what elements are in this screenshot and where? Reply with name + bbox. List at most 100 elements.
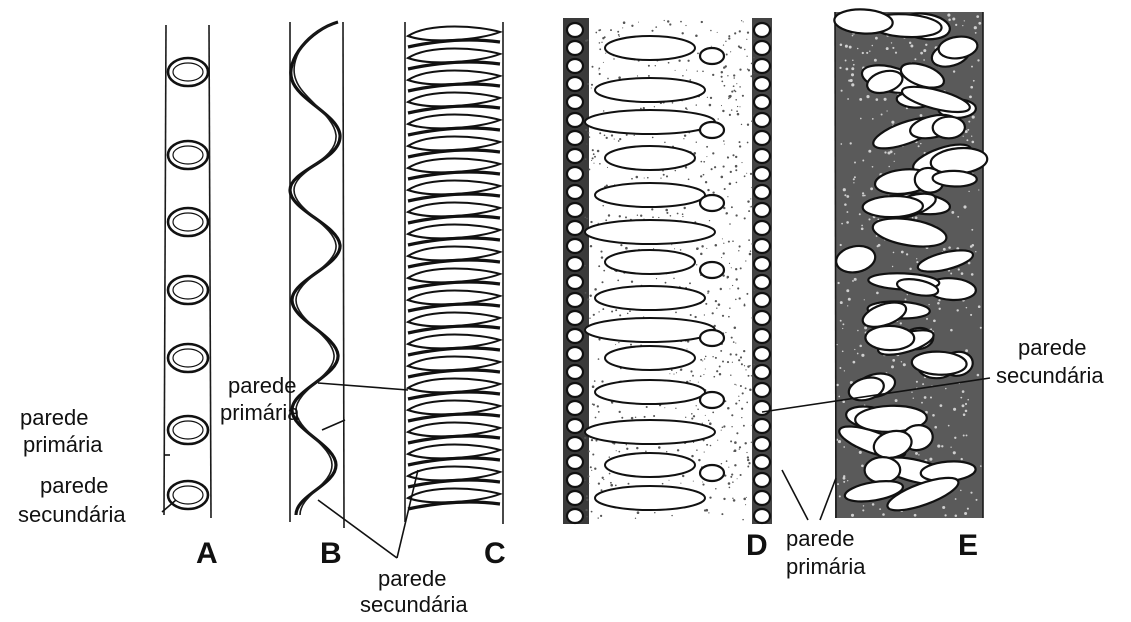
stipple-dot — [737, 287, 739, 289]
stipple-dot — [599, 132, 601, 134]
vessel-a-left-wall — [164, 25, 166, 515]
wall-pit-left — [567, 23, 583, 37]
stipple-dot — [732, 285, 733, 286]
wall-pit-left — [567, 329, 583, 343]
stipple-dot — [753, 57, 755, 59]
stipple-dot — [585, 509, 587, 511]
stipple-dot — [588, 132, 590, 134]
stipple-dot — [864, 299, 865, 300]
annular-ring — [168, 58, 208, 86]
stipple-dot — [615, 485, 617, 487]
stipple-dot — [752, 425, 753, 426]
vessel-a-right-wall — [209, 25, 211, 518]
stipple-dot — [702, 71, 704, 73]
stipple-dot — [978, 189, 979, 190]
stipple-dot — [617, 31, 619, 33]
leader-b-primary-1 — [318, 383, 408, 390]
stipple-dot — [912, 217, 914, 219]
stipple-dot — [735, 403, 737, 405]
reticulate-opening — [605, 346, 695, 370]
stipple-dot — [854, 349, 855, 350]
stipple-dot — [603, 62, 604, 63]
stipple-dot — [742, 519, 744, 521]
stipple-dot — [963, 136, 964, 137]
scalariform-opening — [408, 489, 500, 503]
stipple-dot — [600, 251, 602, 253]
stipple-dot — [636, 176, 639, 179]
wall-pit-right — [754, 365, 770, 379]
stipple-dot — [963, 435, 965, 437]
stipple-dot — [701, 245, 703, 247]
stipple-dot — [635, 417, 636, 418]
stipple-dot — [597, 405, 599, 407]
stipple-dot — [975, 32, 977, 34]
stipple-dot — [584, 437, 586, 439]
stipple-dot — [723, 140, 725, 142]
stipple-dot — [599, 48, 601, 50]
stipple-dot — [944, 514, 946, 516]
stipple-dot — [746, 39, 747, 40]
stipple-dot — [669, 23, 671, 25]
wall-pit-right — [754, 239, 770, 253]
pit-opening — [932, 116, 965, 138]
stipple-dot — [673, 374, 674, 375]
stipple-dot — [967, 508, 969, 510]
stipple-dot — [626, 448, 628, 450]
label-d-primary-line1: parede — [786, 526, 855, 551]
stipple-dot — [730, 476, 732, 478]
stipple-dot — [913, 397, 914, 398]
stipple-dot — [701, 21, 703, 23]
vessel-d — [563, 18, 778, 524]
stipple-dot — [732, 481, 734, 483]
scalariform-opening — [408, 93, 500, 107]
stipple-dot — [751, 375, 752, 376]
letter-e: E — [958, 529, 978, 562]
stipple-dot — [970, 314, 972, 316]
stipple-dot — [585, 158, 587, 160]
stipple-dot — [850, 142, 852, 144]
stipple-dot — [854, 176, 856, 178]
stipple-dot — [713, 376, 715, 378]
wall-pit-right — [754, 401, 770, 415]
stipple-dot — [890, 150, 893, 153]
stipple-dot — [854, 162, 856, 164]
wall-pit-left — [567, 509, 583, 523]
wall-pit-right — [754, 383, 770, 397]
stipple-dot — [838, 440, 841, 443]
letter-d: D — [746, 529, 768, 562]
stipple-dot — [664, 142, 665, 143]
stipple-dot — [842, 400, 845, 403]
stipple-dot — [922, 383, 924, 385]
stipple-dot — [844, 370, 845, 371]
stipple-dot — [601, 489, 603, 491]
pit-opening — [865, 325, 914, 350]
scalariform-thickening — [408, 238, 500, 245]
wall-pit-left — [567, 437, 583, 451]
scalariform-opening — [408, 181, 500, 195]
stipple-dot — [874, 59, 877, 62]
stipple-dot — [683, 207, 685, 209]
stipple-dot — [930, 328, 932, 330]
stipple-dot — [718, 118, 719, 119]
stipple-dot — [712, 152, 714, 154]
stipple-dot — [962, 390, 965, 393]
stipple-dot — [677, 213, 679, 215]
stipple-dot — [598, 265, 600, 267]
stipple-dot — [869, 50, 870, 51]
stipple-dot — [598, 69, 599, 70]
stipple-dot — [734, 441, 737, 444]
stipple-dot — [705, 415, 706, 416]
stipple-dot — [872, 166, 874, 168]
reticulate-opening — [605, 146, 695, 170]
stipple-dot — [647, 177, 649, 179]
stipple-dot — [975, 251, 976, 252]
stipple-dot — [892, 266, 893, 267]
reticulate-opening — [595, 183, 705, 207]
stipple-dot — [736, 182, 738, 184]
stipple-dot — [852, 35, 854, 37]
vessel-b-right-wall — [343, 22, 344, 528]
stipple-dot — [746, 173, 747, 174]
stipple-dot — [923, 59, 925, 61]
scalariform-opening — [408, 203, 500, 217]
stipple-dot — [750, 198, 751, 199]
